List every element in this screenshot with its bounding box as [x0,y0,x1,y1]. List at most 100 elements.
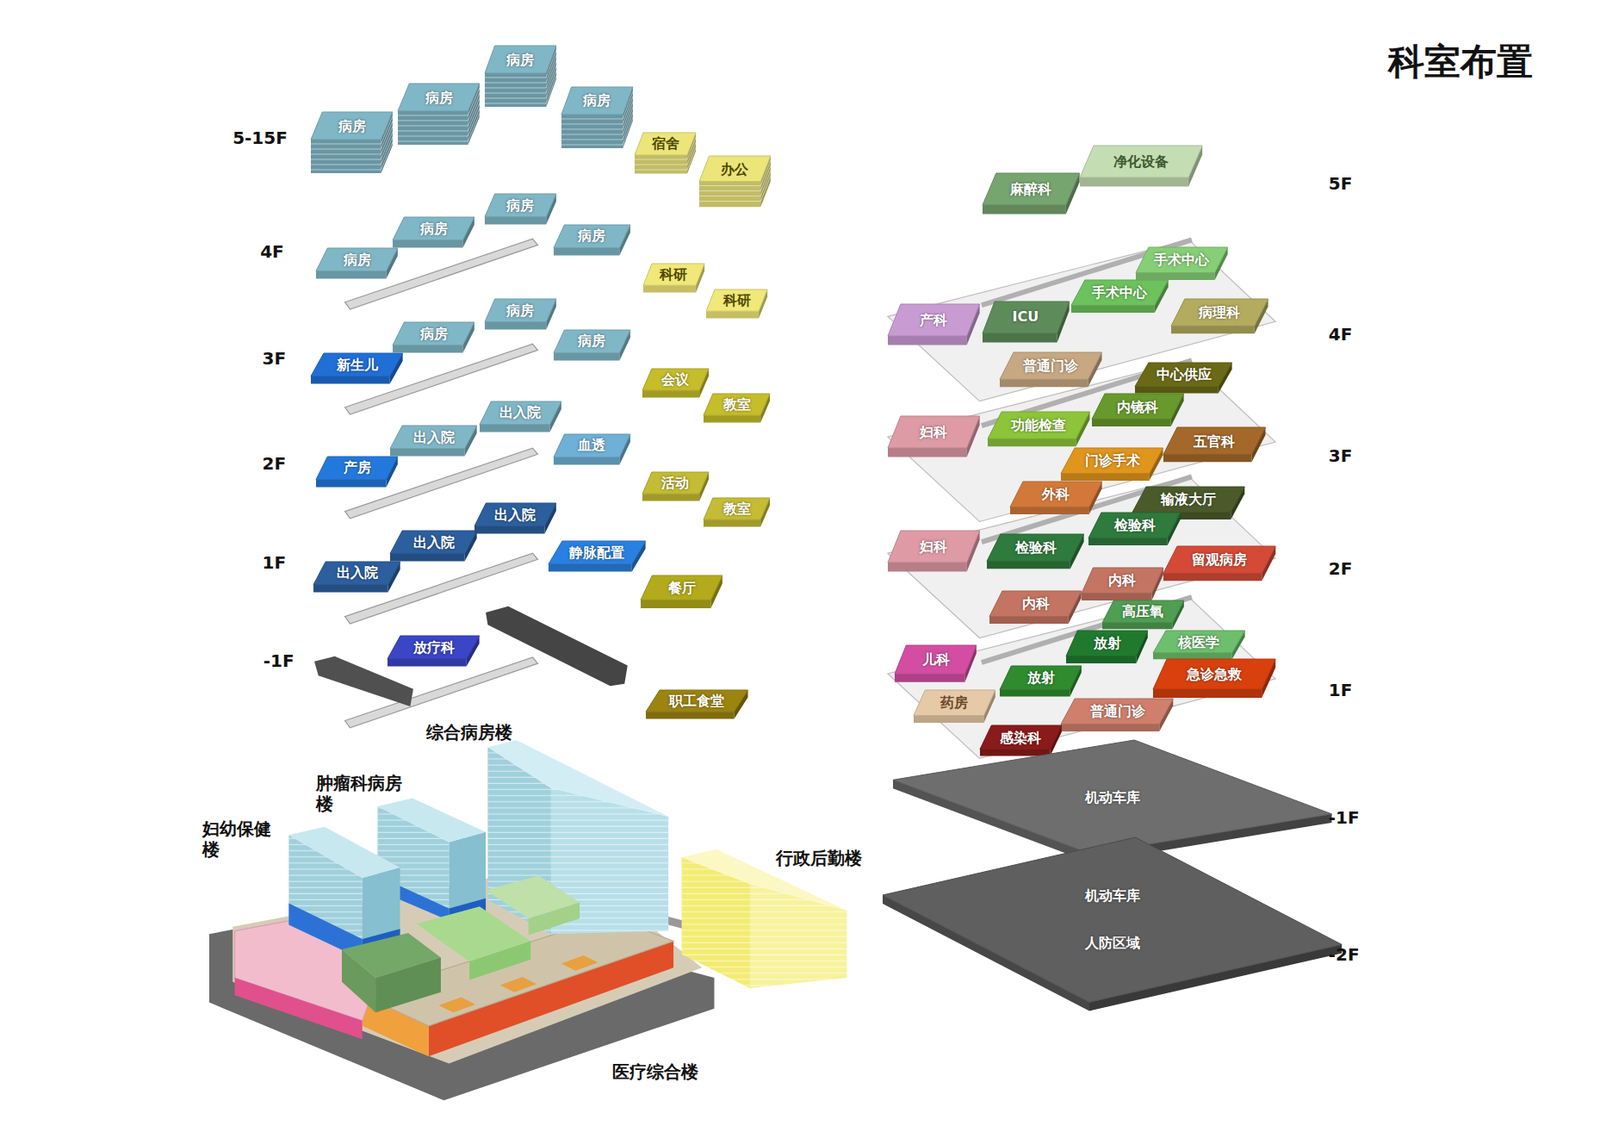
slab-face [1135,247,1228,273]
department-name: 放射 [1093,634,1122,652]
department-block: 教室 [703,393,770,423]
department-name: 机动车库 [1085,788,1141,806]
slab-face [313,561,401,585]
department-block: 病房 [310,111,393,174]
slab-face [986,533,1085,561]
floor-line [468,108,480,137]
slab-face [699,155,771,182]
department-block: 病房 [316,248,398,280]
department-block: 病理科 [1171,298,1269,334]
podium-box [341,948,376,1012]
block-face: 净化设备 [1079,145,1203,178]
floor-line [397,141,469,143]
slab-face [1079,145,1203,178]
block-face: 餐厅 [640,575,723,600]
slab-face [1066,630,1148,657]
slab-face [699,181,761,208]
floor-line [484,87,546,89]
block-face: 科研 [643,263,705,286]
department-block: 职工食堂 [645,689,748,720]
podium-box [375,956,441,1012]
slab-face [553,352,620,360]
slab-face [887,530,980,563]
floor-line [484,82,546,84]
slab-face [887,303,980,336]
slab-face [986,560,1071,569]
floor-line [561,143,623,145]
slab-face [982,301,1070,334]
slab-face [640,600,712,609]
slab-face [397,111,469,145]
department-name: 宿舍 [651,135,680,152]
floor-plate [887,239,1276,401]
department-name: 检验科 [1114,516,1156,534]
department-name: 检验科 [1015,539,1057,556]
block-face: 手术中心 [1135,247,1228,273]
slab-face [1071,304,1155,312]
block-face: 教室 [703,393,770,416]
slab-face [548,564,633,572]
block-face: 麻醉科 [982,173,1080,205]
slab-face [645,689,749,712]
building-label: 行政后勤楼 [775,847,863,869]
basement-slab [485,606,628,686]
department-name: 药房 [940,694,968,711]
department-name: 病房 [506,197,534,214]
slab-face [310,353,404,377]
slab-face [1091,419,1172,427]
department-name: 人防区域 [1085,934,1141,951]
department-block: 妇科 [887,530,980,571]
department-name: 内科 [1022,595,1050,612]
floor-line [561,123,623,125]
slab-face [1010,481,1103,508]
tower-stripes [288,834,362,960]
slab-face [397,83,480,112]
department-name: 教室 [723,396,751,413]
block-face: ICU [982,301,1070,334]
department-name: 病房 [338,117,366,135]
floor-line [310,169,382,171]
slab-face [1163,427,1266,454]
slab-face [387,635,480,659]
department-block: 麻醉科 [982,173,1080,214]
slab-face [310,139,382,174]
floor-line [634,164,688,166]
floor-line [545,70,557,99]
slab-face [553,247,620,255]
block-face: 核医学 [1153,630,1246,653]
department-name: 机动车库 [1085,886,1141,904]
slab-face [484,73,546,107]
admin-stripes [750,883,848,988]
floor-line [381,136,393,165]
department-name: 病房 [582,92,611,109]
floor-line [622,111,633,140]
slab-face [1060,473,1150,481]
floor-line [561,128,623,130]
block-face: 静脉配置 [548,540,646,565]
block-face: 门诊手术 [1060,447,1163,474]
block-face: 病房 [392,322,475,346]
slab-face [887,562,968,571]
podium-wing-band [235,977,363,1039]
department-name: 病房 [420,325,448,342]
slab-face [392,345,464,354]
slab-face [1135,272,1216,280]
admin-stripes [682,856,751,988]
block-face: 病房 [553,224,631,249]
department-block: 普通门诊 [999,352,1102,387]
slab-face [479,423,551,432]
department-block: 产房 [316,456,398,488]
floor-label: 4F [260,241,285,262]
floor-line [545,75,557,104]
block-face: 内镜科 [1091,393,1185,420]
department-block: 放射 [999,665,1082,697]
department-block: 病房 [561,86,633,149]
department-block: 科研 [706,289,768,319]
slab-face [561,86,633,115]
department-block: 门诊手术 [1060,447,1163,481]
slab-face [1102,622,1173,629]
slab-face [390,448,466,457]
floor-line [634,159,688,161]
floor-line [634,169,688,171]
